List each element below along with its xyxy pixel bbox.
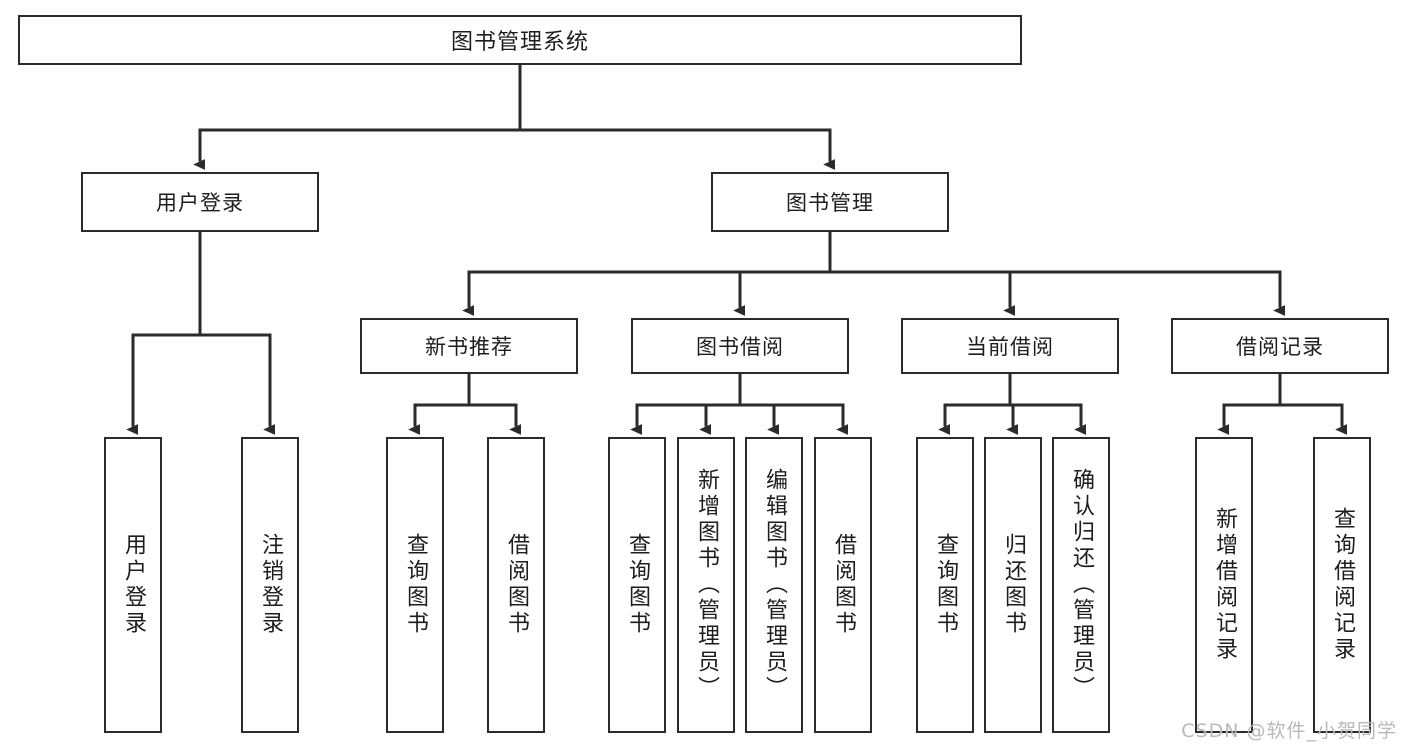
node-leaf-confirm-return-label: 确认归还（管理员） [1068,468,1094,702]
node-leaf-add-record[interactable]: 新增借阅记录 [1195,437,1253,733]
node-leaf-query-book-1[interactable]: 查询图书 [386,437,444,733]
watermark: CSDN @软件_小贺同学 [1181,720,1397,742]
node-book-borrow[interactable]: 图书借阅 [631,318,849,374]
node-leaf-borrow-book-1[interactable]: 借阅图书 [487,437,545,733]
node-leaf-query-record[interactable]: 查询借阅记录 [1313,437,1371,733]
node-leaf-add-record-label: 新增借阅记录 [1211,507,1237,663]
node-book-manage-label: 图书管理 [786,191,874,215]
node-root[interactable]: 图书管理系统 [18,15,1022,65]
node-leaf-logout-login-label: 注销登录 [257,533,283,637]
node-leaf-borrow-book-1-label: 借阅图书 [503,533,529,637]
node-leaf-user-login[interactable]: 用户登录 [104,437,162,733]
node-leaf-edit-book[interactable]: 编辑图书（管理员） [745,437,803,733]
node-new-book-recommend-label: 新书推荐 [425,335,513,359]
node-leaf-query-book-3-label: 查询图书 [932,533,958,637]
node-user-login[interactable]: 用户登录 [81,172,319,232]
node-current-borrow[interactable]: 当前借阅 [901,318,1119,374]
node-leaf-borrow-book-2[interactable]: 借阅图书 [814,437,872,733]
node-book-borrow-label: 图书借阅 [696,335,784,359]
node-current-borrow-label: 当前借阅 [966,335,1054,359]
node-leaf-query-record-label: 查询借阅记录 [1329,507,1355,663]
node-leaf-edit-book-label: 编辑图书（管理员） [761,468,787,702]
node-leaf-user-login-label: 用户登录 [120,533,146,637]
node-leaf-borrow-book-2-label: 借阅图书 [830,533,856,637]
node-leaf-return-book-label: 归还图书 [1000,533,1026,637]
node-leaf-query-book-3[interactable]: 查询图书 [916,437,974,733]
node-leaf-logout-login[interactable]: 注销登录 [241,437,299,733]
node-leaf-return-book[interactable]: 归还图书 [984,437,1042,733]
node-leaf-query-book-2-label: 查询图书 [624,533,650,637]
node-leaf-add-book[interactable]: 新增图书（管理员） [677,437,735,733]
node-root-label: 图书管理系统 [450,30,589,55]
node-new-book-recommend[interactable]: 新书推荐 [360,318,578,374]
node-leaf-add-book-label: 新增图书（管理员） [693,468,719,702]
node-borrow-record[interactable]: 借阅记录 [1171,318,1389,374]
node-user-login-label: 用户登录 [156,191,244,215]
node-leaf-query-book-1-label: 查询图书 [402,533,428,637]
node-borrow-record-label: 借阅记录 [1236,335,1324,359]
node-book-manage[interactable]: 图书管理 [711,172,949,232]
node-leaf-confirm-return[interactable]: 确认归还（管理员） [1052,437,1110,733]
node-leaf-query-book-2[interactable]: 查询图书 [608,437,666,733]
